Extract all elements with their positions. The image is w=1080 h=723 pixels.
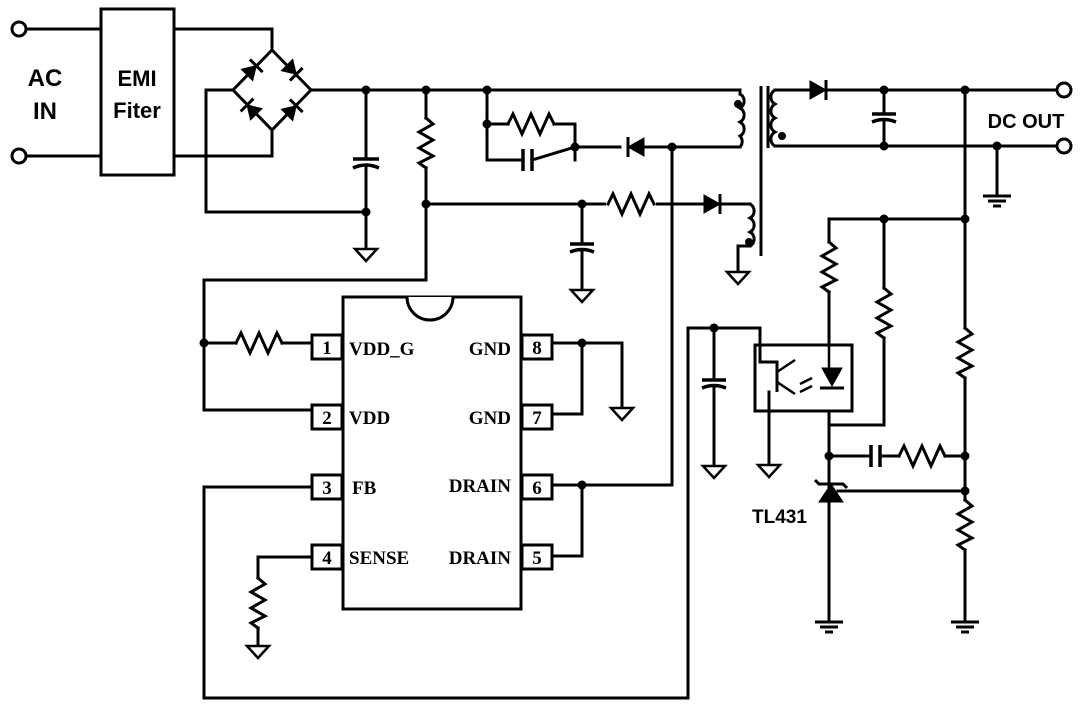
ic-pin-3-number: 3 [322,478,332,499]
ic-pin-1-name: VDD_G [349,339,415,360]
upper-divider-resistor [954,325,976,502]
startup-resistor [415,88,437,282]
ic-pin-2-name: VDD [349,408,390,429]
bias-resistor [827,217,895,427]
ic-pin-8: 8 GND [469,333,554,361]
sense-resistor [245,555,314,660]
ic-pin-7-name: GND [469,408,511,429]
ic-pin-7-number: 7 [532,408,542,429]
ic-pin-5-number: 5 [532,548,542,569]
vdd-aux-network [569,190,722,304]
ic-pin-6: 6 DRAIN [449,473,554,501]
ic-pin-1: 1 VDD_G [310,333,415,361]
ac-in-label-line1: AC [28,65,63,92]
emi-label-line1: EMI [117,66,156,91]
output-capacitor [871,88,897,148]
ic-pin-7: 7 GND [469,403,554,431]
output-ground [981,144,1013,208]
rcd-snubber [482,88,742,171]
fb-capacitor [701,326,727,480]
dc-out-terminal-positive [1055,81,1073,99]
ic-pin-6-name: DRAIN [449,476,512,497]
optocoupler [753,343,854,413]
ic-pin-8-number: 8 [532,338,542,359]
ic-pin-2: 2 VDD [310,403,390,431]
emi-label-line2: Fiter [113,98,161,123]
ac-in-label-line2: IN [33,98,57,125]
ic-pin-8-name: GND [469,339,511,360]
output-rectifier [773,80,1060,100]
ic-pin-4-number: 4 [322,548,332,569]
dc-out-terminal-negative [1055,137,1073,155]
dc-out-label: DC OUT [988,111,1065,133]
tl431-label: TL431 [752,507,807,528]
emi-filter-box [99,7,176,177]
ic-pin-2-number: 2 [322,408,332,429]
bridge-rectifier [230,47,314,133]
ic-pin-3: 3 FB [310,473,377,501]
gate-resistor [202,329,314,357]
bulk-capacitor [352,88,380,263]
ic-pin-5-name: DRAIN [449,548,512,569]
ic-pin-4-name: SENSE [349,548,409,569]
ac-input-terminal-bottom [10,147,103,165]
ac-input-terminal-top [10,20,103,38]
tl431-regulator [813,478,967,503]
controller-ic [341,295,523,611]
ic-pin-1-number: 1 [322,338,332,359]
ic-pin-5: 5 DRAIN [449,543,554,571]
ic-pin-3-name: FB [352,478,377,499]
lower-divider-resistor [949,497,981,634]
compensation-network [827,442,967,470]
ic-pin-6-number: 6 [532,478,542,499]
ic-pin-4: 4 SENSE [310,543,409,571]
flyback-transformer [725,86,786,286]
